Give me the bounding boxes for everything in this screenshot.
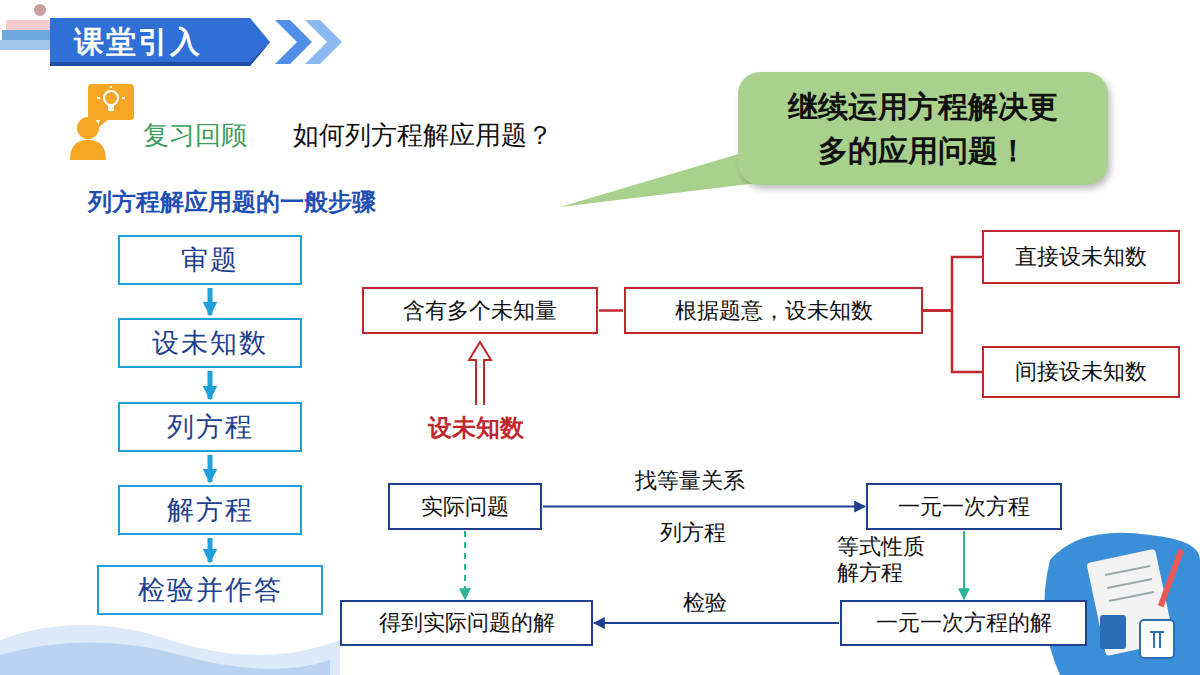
connector	[208, 455, 213, 482]
node-text: 含有多个未知量	[403, 296, 557, 326]
node-text: 实际问题	[421, 492, 509, 522]
step-box: 解方程	[118, 485, 302, 535]
concept-box: 含有多个未知量	[362, 287, 598, 334]
edge-label: 等式性质 解方程	[834, 534, 937, 587]
step-box: 设未知数	[118, 318, 302, 368]
process-box: 得到实际问题的解	[340, 600, 593, 646]
process-box: 一元一次方程的解	[840, 600, 1087, 646]
step-box: 检验并作答	[97, 565, 323, 615]
connector	[594, 622, 839, 624]
node-text: 一元一次方程的解	[876, 608, 1052, 638]
connector	[923, 257, 982, 311]
process-box: 一元一次方程	[866, 483, 1062, 530]
connector	[543, 506, 865, 508]
node-text: 设未知数	[152, 325, 268, 361]
steps-heading: 列方程解应用题的一般步骤	[88, 186, 376, 218]
node-text: 列方程	[167, 409, 254, 445]
step-box: 列方程	[118, 402, 302, 452]
node-text: 一元一次方程	[898, 492, 1030, 522]
connector	[208, 538, 213, 562]
connector	[208, 288, 213, 315]
section-heading: 复习回顾	[143, 118, 247, 153]
node-text: 得到实际问题的解	[379, 608, 555, 638]
connector	[599, 309, 623, 312]
connector	[963, 531, 965, 599]
books-icon	[0, 4, 54, 50]
question-text: 如何列方程解应用题？	[293, 118, 553, 153]
connector	[923, 311, 982, 373]
concept-box: 直接设未知数	[982, 230, 1180, 284]
node-text: 根据题意，设未知数	[675, 296, 873, 326]
concept-box: 根据题意，设未知数	[624, 287, 923, 334]
node-text: 直接设未知数	[1015, 242, 1147, 272]
wave-decoration	[0, 625, 340, 675]
edge-label: 检验	[680, 590, 730, 616]
node-text: 解方程	[167, 492, 254, 528]
connector	[208, 371, 213, 399]
concept-box: 间接设未知数	[982, 346, 1180, 398]
node-text: 间接设未知数	[1015, 357, 1147, 387]
node-text: 继续运用方程解决更 多的应用问题！	[782, 85, 1064, 172]
node-text: 检验并作答	[138, 572, 283, 608]
connector	[464, 531, 466, 599]
callout-bubble: 继续运用方程解决更 多的应用问题！	[738, 72, 1108, 185]
edge-label: 找等量关系	[632, 468, 748, 494]
edge-note: 列方程	[660, 518, 726, 548]
header-banner	[50, 18, 342, 66]
node-text: 审题	[181, 242, 239, 278]
review-icon	[70, 84, 134, 160]
hint-text: 设未知数	[428, 412, 524, 444]
step-box: 审题	[118, 235, 302, 285]
process-box: 实际问题	[388, 483, 542, 530]
header-title: 课堂引入	[74, 22, 202, 63]
hollow-arrow	[469, 342, 491, 405]
